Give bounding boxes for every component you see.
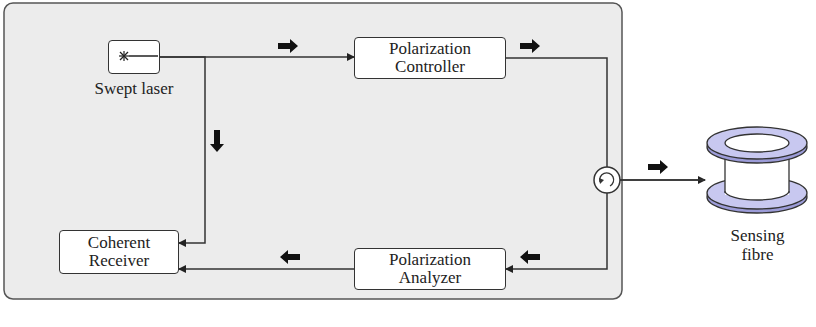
direction-arrows xyxy=(210,39,668,264)
fibre-connector xyxy=(179,268,354,270)
panel-outline xyxy=(4,3,622,299)
laser-source: Swept laser xyxy=(108,40,160,74)
circulator-symbol xyxy=(594,167,620,193)
process-box: Coherent Receiver xyxy=(59,230,179,274)
box-label: Polarization Analyzer xyxy=(363,251,497,287)
fibre-connector xyxy=(506,58,705,180)
component-label: Swept laser xyxy=(95,79,174,98)
fibre-spool: Sensing fibre xyxy=(705,125,810,220)
box-label: Coherent Receiver xyxy=(68,234,170,270)
process-box: Polarization Analyzer xyxy=(354,248,506,290)
laser-icon xyxy=(109,41,158,72)
box-label: Polarization Controller xyxy=(363,40,497,76)
process-box: Polarization Controller xyxy=(354,37,506,79)
component-label: Sensing fibre xyxy=(722,226,794,264)
spool-drawing xyxy=(705,125,810,220)
